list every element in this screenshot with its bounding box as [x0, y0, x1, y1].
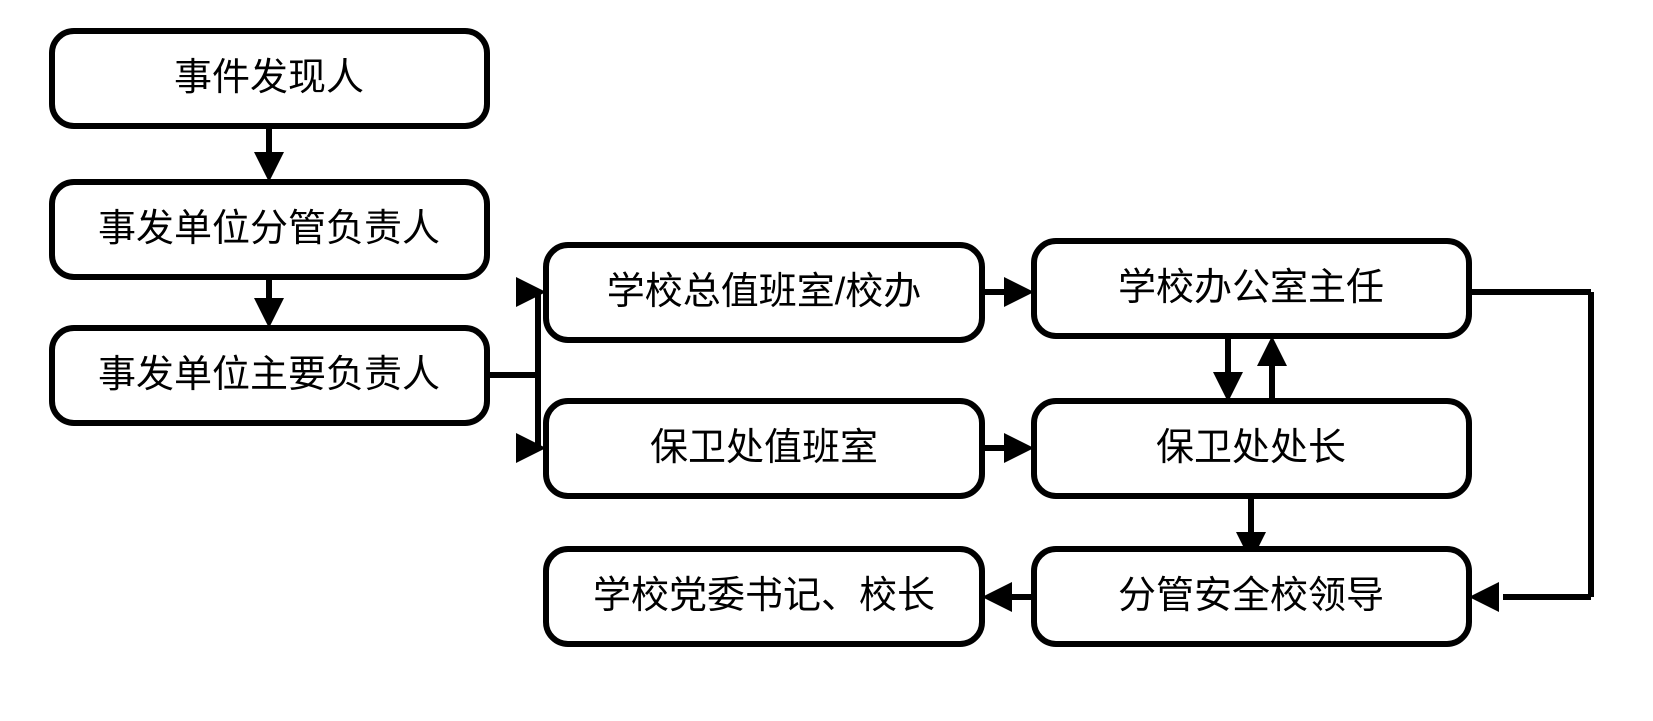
edge-office-director-to-security-head [1213, 336, 1243, 402]
node-security-head[interactable]: 保卫处处长 [1031, 398, 1472, 499]
node-school-duty-office-box[interactable] [543, 242, 985, 343]
node-school-office-director-label: 学校办公室主任 [1118, 267, 1384, 309]
node-school-office-director[interactable]: 学校办公室主任 [1031, 238, 1472, 339]
edge-safety-leader-to-party-secretary [982, 582, 1034, 612]
node-reporter-label: 事件发现人 [174, 57, 364, 99]
node-safety-leader-label: 分管安全校领导 [1118, 575, 1384, 617]
node-reporter[interactable]: 事件发现人 [49, 28, 490, 129]
node-unit-chief-label: 事发单位主要负责人 [98, 354, 440, 396]
node-security-duty-room-box[interactable] [543, 398, 985, 499]
node-security-duty-room-label: 保卫处值班室 [650, 427, 878, 469]
node-unit-chief[interactable]: 事发单位主要负责人 [49, 325, 490, 426]
node-unit-deputy[interactable]: 事发单位分管负责人 [49, 179, 490, 280]
node-unit-deputy-box[interactable] [49, 179, 490, 280]
node-party-secretary-president-box[interactable] [543, 546, 985, 647]
node-party-secretary-president-label: 学校党委书记、校长 [593, 575, 935, 617]
node-unit-chief-box[interactable] [49, 325, 490, 426]
edge-duty-office-to-office-director [982, 277, 1034, 307]
node-party-secretary-president[interactable]: 学校党委书记、校长 [543, 546, 985, 647]
node-security-head-label: 保卫处处长 [1156, 427, 1346, 469]
edge-office-director-bypass-to-safety-leader [1469, 289, 1594, 612]
node-security-head-box[interactable] [1031, 398, 1472, 499]
edge-unit-chief-branch [487, 277, 546, 463]
node-security-duty-room[interactable]: 保卫处值班室 [543, 398, 985, 499]
node-school-office-director-box[interactable] [1031, 238, 1472, 339]
node-school-duty-office-label: 学校总值班室/校办 [607, 271, 922, 313]
edge-security-head-to-office-director [1257, 336, 1287, 402]
edge-security-duty-to-security-head [982, 433, 1034, 463]
node-safety-leader[interactable]: 分管安全校领导 [1031, 546, 1472, 647]
edge-unit-deputy-to-unit-chief [254, 277, 284, 328]
edge-reporter-to-unit-deputy [254, 126, 284, 182]
node-school-duty-office[interactable]: 学校总值班室/校办 [543, 242, 985, 343]
node-reporter-box[interactable] [49, 28, 490, 129]
node-safety-leader-box[interactable] [1031, 546, 1472, 647]
node-unit-deputy-label: 事发单位分管负责人 [98, 208, 440, 250]
